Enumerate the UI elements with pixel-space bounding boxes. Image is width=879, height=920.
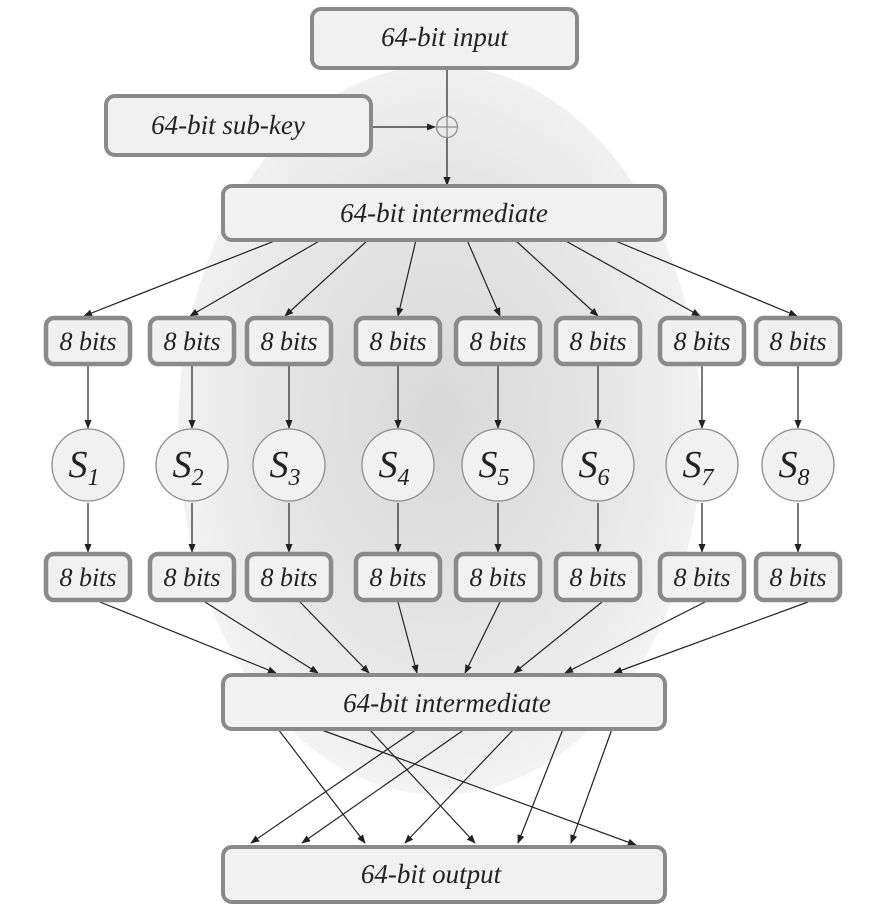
input-chunk-7: 8 bits: [657, 315, 747, 367]
output-box: 64-bit output: [221, 845, 667, 904]
sbox-label: S1: [69, 444, 100, 491]
sbox-5: S5: [461, 428, 535, 502]
edge-permutation-4: [250, 728, 418, 844]
output-chunk-label: 8 bits: [369, 563, 426, 592]
edge-permutation-8: [570, 728, 613, 844]
input-label: 64-bit input: [381, 22, 509, 52]
sbox-label: S5: [479, 444, 510, 491]
edge-permutation-6: [404, 728, 515, 844]
input-chunk-label: 8 bits: [163, 327, 220, 356]
output-chunk-label: 8 bits: [569, 563, 626, 592]
subkey-box: 64-bit sub-key: [104, 94, 373, 157]
input-chunk-5: 8 bits: [453, 315, 543, 367]
edge-intermediate1-chunk-2: [189, 239, 322, 317]
edge-permutation-2: [318, 728, 637, 846]
output-chunk-3: 8 bits: [244, 551, 334, 603]
output-chunk-6: 8 bits: [553, 551, 643, 603]
sbox-label: S7: [683, 444, 715, 491]
output-chunk-label: 8 bits: [469, 563, 526, 592]
intermediate2-box: 64-bit intermediate: [221, 673, 667, 731]
output-chunk-7: 8 bits: [657, 551, 747, 603]
edge-chunk-intermediate2-2: [204, 601, 319, 674]
edge-intermediate1-chunk-4: [396, 239, 417, 317]
input-chunk-label: 8 bits: [260, 327, 317, 356]
edge-permutation-7: [517, 728, 564, 844]
output-label: 64-bit output: [361, 859, 503, 889]
edge-chunk-intermediate2-4: [397, 601, 419, 674]
sbox-8: S8: [761, 428, 835, 502]
edge-intermediate1-chunk-6: [514, 239, 599, 317]
sbox-label: S3: [270, 444, 301, 491]
output-chunk-2: 8 bits: [147, 551, 237, 603]
edges: [83, 68, 809, 846]
sbox-label: S2: [173, 444, 204, 491]
input-chunk-label: 8 bits: [569, 327, 626, 356]
edge-permutation-3: [368, 728, 476, 844]
input-chunk-label: 8 bits: [59, 327, 116, 356]
edge-chunk-intermediate2-6: [513, 601, 603, 674]
sboxes: S1 S2 S3 S4 S5 S6 S7 S8: [51, 428, 835, 502]
edge-chunk-intermediate2-3: [299, 601, 370, 674]
intermediate1-label: 64-bit intermediate: [340, 198, 548, 228]
input-chunk-6: 8 bits: [553, 315, 643, 367]
sbox-1: S1: [51, 428, 125, 502]
output-chunk-label: 8 bits: [260, 563, 317, 592]
input-chunks: 8 bits 8 bits 8 bits 8 bits 8 bits 8 bits 8 bi…: [43, 315, 843, 367]
sbox-label: S8: [779, 444, 810, 491]
edge-permutation-5: [301, 728, 466, 844]
edge-intermediate1-chunk-7: [563, 239, 701, 317]
edge-chunk-intermediate2-1: [99, 601, 277, 674]
input-chunk-label: 8 bits: [769, 327, 826, 356]
input-chunk-label: 8 bits: [369, 327, 426, 356]
input-chunk-4: 8 bits: [353, 315, 443, 367]
edge-chunk-intermediate2-5: [464, 601, 501, 674]
input-chunk-label: 8 bits: [469, 327, 526, 356]
intermediate1-box: 64-bit intermediate: [221, 184, 667, 242]
output-chunk-label: 8 bits: [673, 563, 730, 592]
input-chunk-1: 8 bits: [43, 315, 133, 367]
input-chunk-8: 8 bits: [753, 315, 843, 367]
output-chunk-5: 8 bits: [453, 551, 543, 603]
edge-intermediate1-chunk-8: [612, 239, 798, 317]
input-chunk-label: 8 bits: [673, 327, 730, 356]
output-chunk-label: 8 bits: [163, 563, 220, 592]
output-chunk-4: 8 bits: [353, 551, 443, 603]
output-chunk-label: 8 bits: [59, 563, 116, 592]
output-chunk-1: 8 bits: [43, 551, 133, 603]
edge-permutation-1: [277, 728, 366, 844]
input-chunk-3: 8 bits: [244, 315, 334, 367]
xor-icon: [435, 115, 459, 139]
edge-intermediate1-chunk-1: [83, 239, 278, 317]
intermediate2-label: 64-bit intermediate: [343, 688, 551, 718]
edge-intermediate1-chunk-3: [284, 239, 369, 317]
output-chunks: 8 bits 8 bits 8 bits 8 bits 8 bits 8 bits 8 bi…: [43, 551, 843, 603]
sbox-2: S2: [155, 428, 229, 502]
output-chunk-8: 8 bits: [753, 551, 843, 603]
output-chunk-label: 8 bits: [769, 563, 826, 592]
sbox-3: S3: [252, 428, 326, 502]
sbox-6: S6: [561, 428, 635, 502]
sbox-4: S4: [361, 428, 435, 502]
input-box: 64-bit input: [310, 7, 579, 70]
edge-chunk-intermediate2-7: [564, 601, 706, 674]
subkey-label: 64-bit sub-key: [151, 110, 305, 140]
sbox-label: S6: [579, 444, 610, 491]
sbox-7: S7: [665, 428, 739, 502]
input-chunk-2: 8 bits: [147, 315, 237, 367]
edge-intermediate1-chunk-5: [466, 239, 501, 317]
sbox-label: S4: [379, 444, 410, 491]
edge-chunk-intermediate2-8: [613, 601, 809, 674]
